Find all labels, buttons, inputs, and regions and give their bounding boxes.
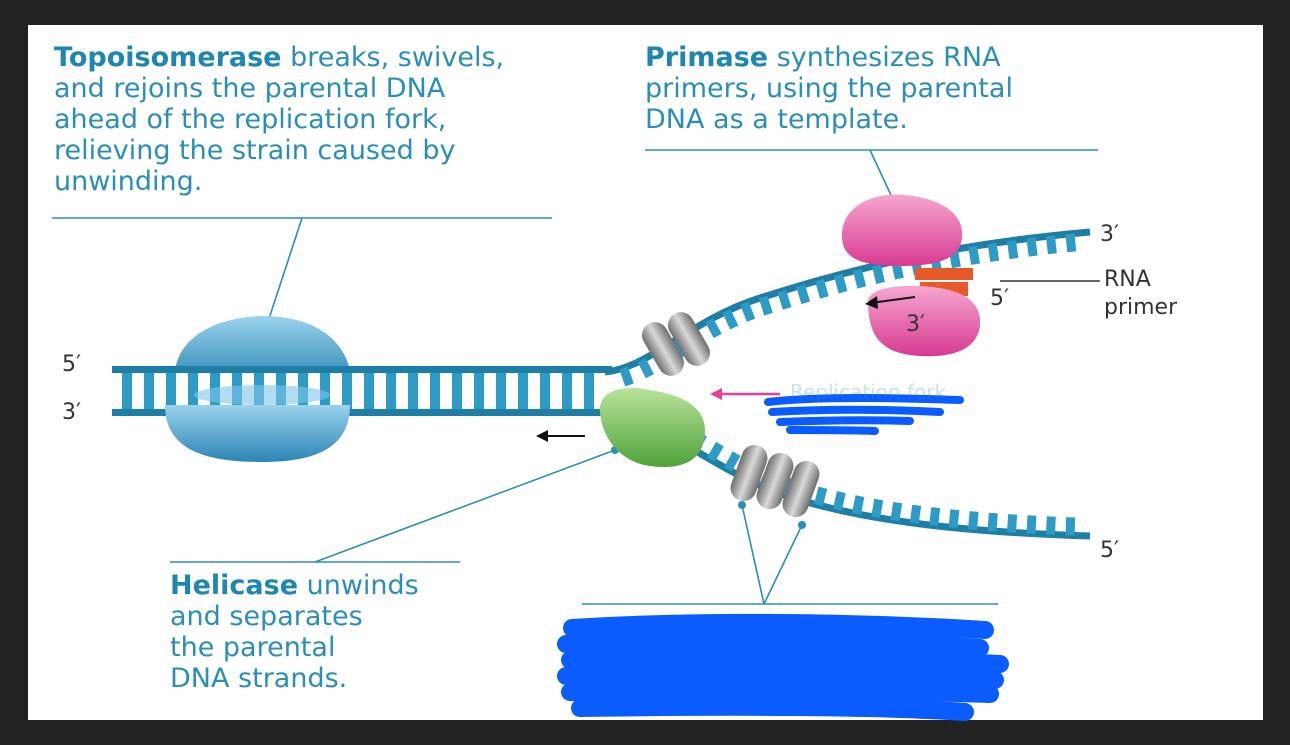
- left-bottom-end-label: 3′: [62, 400, 81, 425]
- direction-arrows: [536, 296, 916, 442]
- topoisomerase-line-1: breaks, swivels,: [281, 42, 505, 73]
- base: [722, 309, 739, 330]
- base: [777, 289, 792, 310]
- helicase-line-1: unwinds: [298, 570, 419, 601]
- base: [1007, 240, 1019, 260]
- primase-line-3: DNA as a template.: [645, 104, 908, 135]
- helicase-caption: Helicase unwinds and separates the paren…: [170, 570, 490, 694]
- base-pair: [342, 373, 352, 409]
- base-pair: [562, 373, 572, 409]
- topoisomerase-front: [165, 405, 350, 462]
- base: [1006, 514, 1018, 533]
- base: [815, 278, 829, 299]
- helicase-line-4: DNA strands.: [170, 663, 348, 694]
- topoisomerase-highlight: [194, 385, 330, 405]
- clamp-dot-2: [798, 521, 806, 529]
- primase-term: Primase: [645, 42, 769, 73]
- base-pair: [386, 373, 396, 409]
- base: [796, 284, 811, 305]
- base-pair: [518, 373, 528, 409]
- primer-3-end-label: 3′: [906, 312, 925, 337]
- base-pair: [430, 373, 440, 409]
- rna-primer-label-line-1: RNA: [1104, 267, 1151, 292]
- base: [707, 441, 724, 463]
- base: [637, 358, 654, 379]
- helicase-line-2: and separates: [170, 601, 363, 632]
- base-pair: [496, 373, 506, 409]
- base-pair: [122, 373, 132, 409]
- base: [758, 295, 773, 316]
- base-pair: [408, 373, 418, 409]
- base: [1026, 237, 1038, 257]
- base-pair: [166, 373, 176, 409]
- primase-line-2: primers, using the parental: [645, 73, 1013, 104]
- helicase-leader: [314, 449, 616, 563]
- base: [929, 507, 941, 527]
- clamp-proteins: [642, 312, 820, 518]
- rna-primer-label: RNA primer: [1104, 266, 1177, 322]
- base: [814, 486, 828, 507]
- base: [948, 509, 960, 529]
- helicase-enzyme: [599, 388, 706, 467]
- base: [909, 504, 922, 524]
- base: [740, 301, 756, 322]
- base: [1065, 517, 1076, 536]
- clamp-leader-2: [763, 524, 803, 605]
- base: [1045, 516, 1056, 535]
- base: [723, 451, 741, 472]
- base: [834, 273, 848, 294]
- base-pair: [584, 373, 594, 409]
- base: [852, 495, 865, 515]
- base: [619, 366, 634, 387]
- topoisomerase-line-3: ahead of the replication fork,: [54, 104, 447, 135]
- top-right-end-label: 3′: [1100, 222, 1119, 247]
- topoisomerase-line-2: and rejoins the parental DNA: [54, 73, 446, 104]
- base-pair: [188, 373, 198, 409]
- clamp-dot-1: [738, 501, 746, 509]
- base-pair: [540, 373, 550, 409]
- base: [853, 268, 867, 289]
- clamp-leader-1: [741, 504, 765, 605]
- base: [987, 512, 998, 532]
- replication-fork-label: Replication fork: [790, 380, 947, 404]
- primase-line-1: synthesizes RNA: [768, 42, 1001, 73]
- helicase-line-3: the parental: [170, 632, 336, 663]
- base: [872, 264, 885, 284]
- bottom-right-end-label: 5′: [1100, 538, 1119, 563]
- leader-lines: [52, 149, 1098, 605]
- base: [1065, 233, 1077, 253]
- base-pair: [364, 373, 374, 409]
- base: [705, 318, 722, 339]
- topoisomerase-term: Topoisomerase: [54, 42, 282, 73]
- base-pair: [474, 373, 484, 409]
- primase-enzyme: [842, 194, 981, 357]
- base: [833, 491, 846, 511]
- primer-5-end-label: 5′: [990, 286, 1009, 311]
- topoisomerase-caption: Topoisomerase breaks, swivels, and rejoi…: [54, 42, 574, 197]
- base: [1026, 515, 1037, 534]
- base: [1045, 235, 1057, 255]
- left-top-end-label: 5′: [62, 352, 81, 377]
- base: [968, 511, 979, 530]
- base: [987, 242, 1000, 262]
- helicase-term: Helicase: [170, 570, 299, 601]
- base-pair: [144, 373, 154, 409]
- base-pair: [320, 373, 330, 409]
- base-pair: [452, 373, 462, 409]
- topoisomerase-line-5: unwinding.: [54, 166, 203, 197]
- topoisomerase-line-4: relieving the strain caused by: [54, 135, 456, 166]
- base: [871, 498, 884, 519]
- base: [968, 245, 980, 265]
- base: [890, 501, 903, 522]
- rna-primer-label-line-2: primer: [1104, 295, 1178, 320]
- redaction-scribbles: [557, 394, 1009, 721]
- primase-caption: Primase synthesizes RNA primers, using t…: [645, 42, 1115, 135]
